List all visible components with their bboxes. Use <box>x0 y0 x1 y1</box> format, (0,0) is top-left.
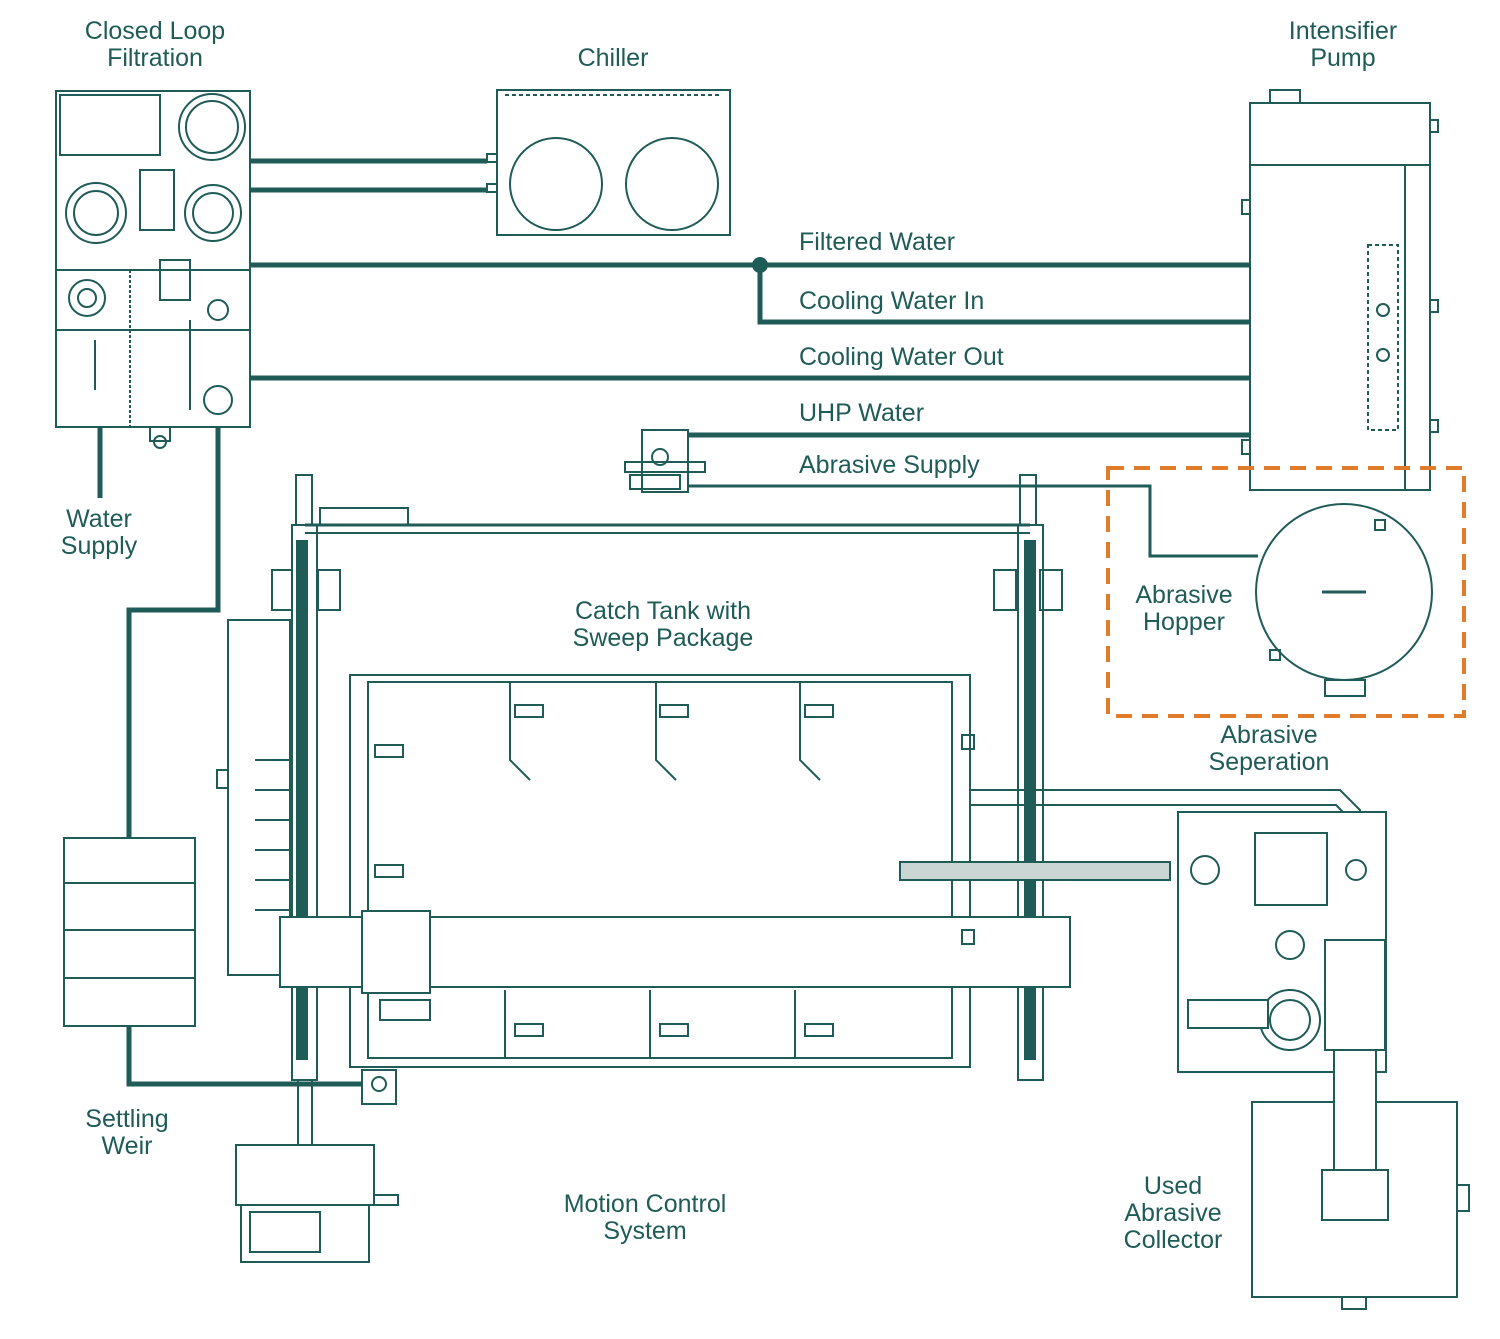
label-closed-loop-filtration: Closed Loop Filtration <box>84 17 226 72</box>
abrasive-separation-unit <box>899 789 1387 1073</box>
label-abrasive-separation: Abrasive Seperation <box>1208 721 1330 776</box>
label-filtered-water: Filtered Water <box>799 228 956 256</box>
used-abrasive-collector-unit <box>1251 1049 1470 1310</box>
label-intensifier-pump: Intensifier Pump <box>1288 17 1398 72</box>
abrasive-hopper-unit <box>1106 466 1466 718</box>
label-cooling-water-in: Cooling Water In <box>799 287 985 315</box>
motion-control-unit <box>235 1080 399 1263</box>
catch-tank-unit <box>216 474 1071 1105</box>
settling-weir-unit <box>63 837 372 1087</box>
filtration-to-chiller-pipes <box>250 158 487 193</box>
chiller-unit <box>486 89 731 236</box>
abrasive-supply-line <box>688 484 1258 558</box>
label-used-abrasive-collector: Used Abrasive Collector <box>1123 1172 1223 1254</box>
filtered-water-line <box>250 257 1250 273</box>
label-uhp-water: UHP Water <box>799 399 925 427</box>
label-abrasive-hopper: Abrasive Hopper <box>1135 581 1233 636</box>
closed-loop-filtration-unit <box>55 90 251 449</box>
uhp-valve-block <box>624 429 706 493</box>
intensifier-pump-unit <box>1241 89 1439 491</box>
return-line-to-weir <box>126 427 221 838</box>
label-chiller: Chiller <box>577 44 649 72</box>
label-motion-control: Motion Control System <box>563 1190 727 1245</box>
label-catch-tank: Catch Tank with Sweep Package <box>572 597 754 652</box>
label-abrasive-supply: Abrasive Supply <box>799 451 980 479</box>
cooling-water-in-line <box>757 265 1250 325</box>
label-cooling-water-out: Cooling Water Out <box>799 343 1004 371</box>
label-settling-weir: Settling Weir <box>85 1105 169 1160</box>
label-water-supply: Water Supply <box>60 505 138 560</box>
